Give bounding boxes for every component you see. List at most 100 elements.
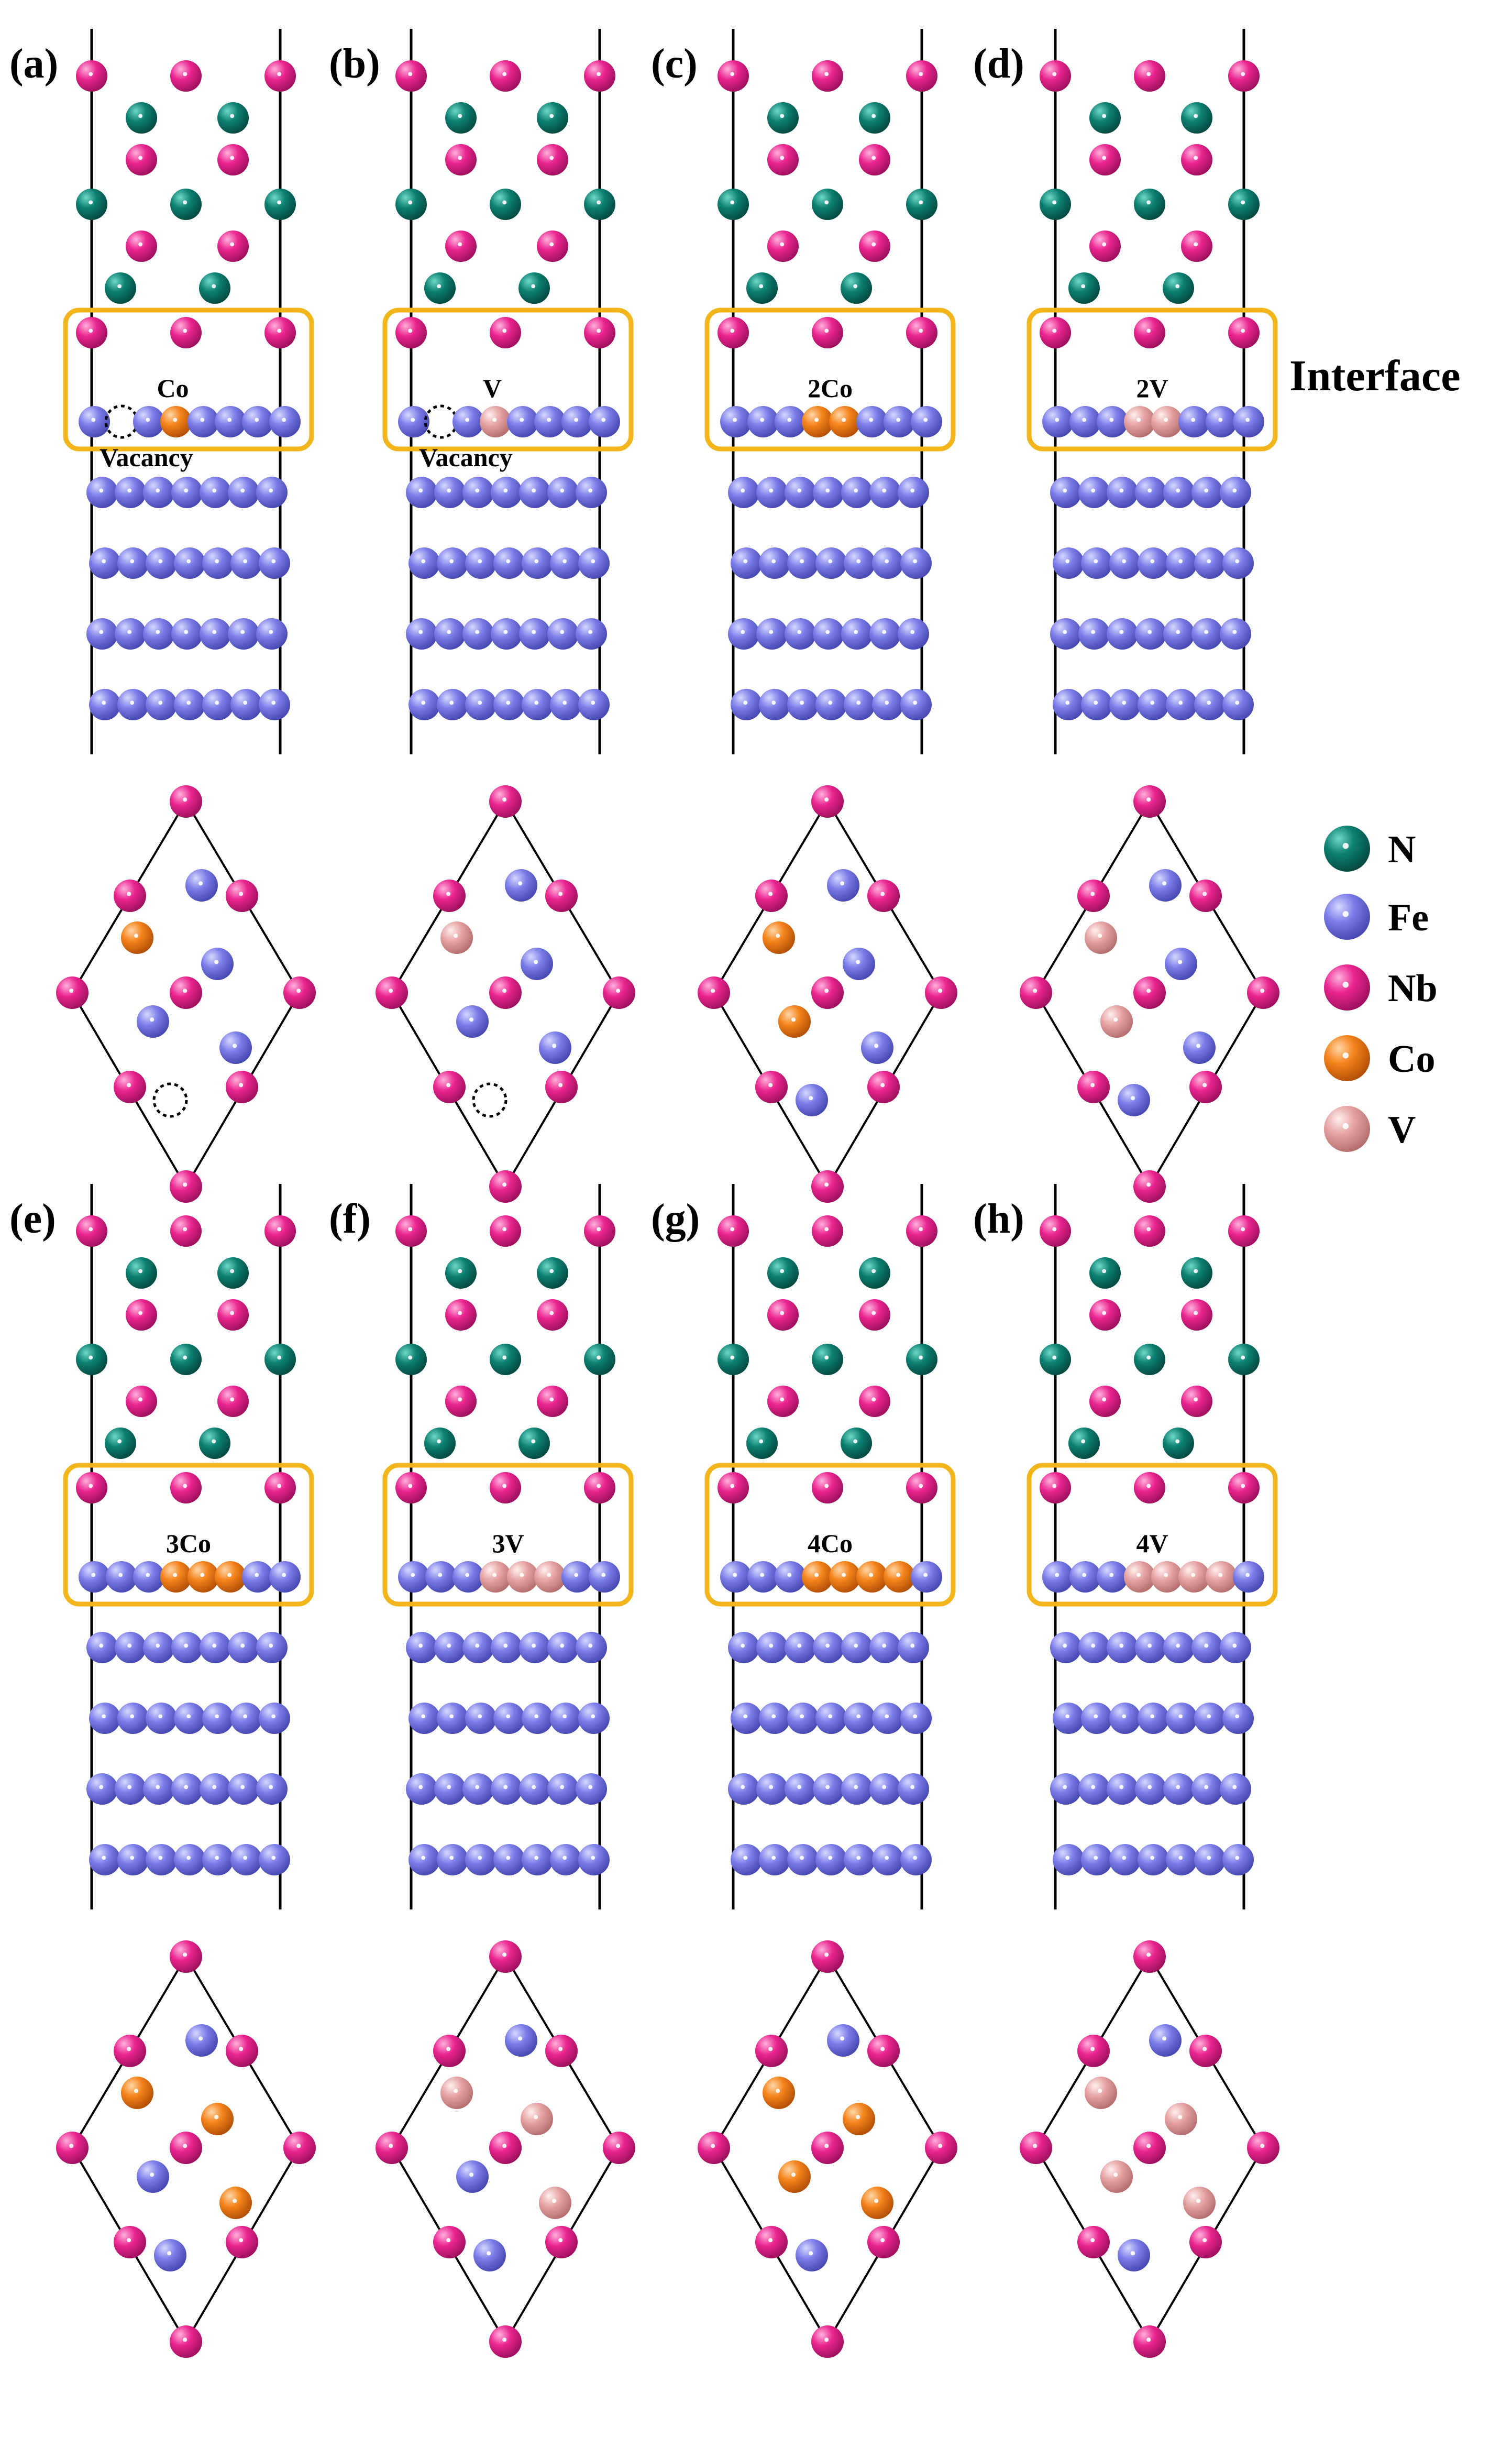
atom-highlight — [255, 418, 259, 422]
atom-highlight — [601, 1573, 606, 1577]
atom-highlight — [809, 1096, 813, 1101]
atom-sphere — [811, 1940, 844, 1973]
atom-fe — [434, 1773, 466, 1805]
atom-highlight — [1119, 1643, 1124, 1648]
atom-co — [121, 921, 153, 954]
atom-co — [802, 406, 833, 437]
atom-highlight — [99, 1643, 104, 1648]
atom-highlight — [534, 1856, 539, 1860]
atom-highlight — [158, 1856, 163, 1860]
atom-fe — [813, 1773, 844, 1805]
atom-sphere — [1042, 406, 1074, 437]
atom-fe — [437, 1703, 468, 1734]
atom-sphere — [171, 477, 203, 508]
atom-nb — [1247, 976, 1279, 1009]
atom-sphere — [578, 1844, 610, 1875]
atom-sphere — [1178, 406, 1210, 437]
atom-fe — [911, 1561, 942, 1593]
atom-sphere — [445, 1257, 477, 1289]
atom-sphere — [775, 1561, 806, 1593]
atom-sphere — [86, 1632, 118, 1663]
atom-sphere — [537, 1257, 568, 1289]
atom-highlight — [919, 328, 923, 333]
atom-highlight — [913, 559, 918, 564]
atom-highlight — [549, 156, 554, 160]
atom-fe — [898, 1773, 929, 1805]
atom-fe — [869, 1632, 901, 1663]
atom-fe — [900, 547, 932, 579]
atom-highlight — [240, 630, 245, 634]
atom-nb — [906, 60, 937, 92]
atom-highlight — [1033, 989, 1038, 993]
atom-highlight — [1122, 700, 1127, 705]
atom-sphere — [589, 406, 620, 437]
atom-sphere — [1166, 1844, 1197, 1875]
atom-sphere — [1089, 230, 1121, 262]
panel-d: 2V(d) — [973, 29, 1279, 1203]
atom-nb — [283, 2132, 316, 2164]
atom-v — [1151, 1561, 1183, 1593]
atom-sphere — [925, 976, 957, 1009]
atom-nb — [812, 60, 843, 92]
atom-fe — [731, 547, 762, 579]
atom-sphere — [79, 1561, 110, 1593]
atom-highlight — [1232, 1643, 1237, 1648]
atom-sphere — [489, 1940, 522, 1973]
atom-sphere — [1133, 976, 1166, 1009]
atom-sphere — [76, 1344, 107, 1375]
atom-sphere — [76, 60, 107, 92]
atom-nb — [170, 2132, 202, 2164]
atom-highlight — [1232, 488, 1237, 493]
atom-highlight — [255, 1573, 259, 1577]
atom-sphere — [906, 1472, 937, 1503]
atom-sphere — [844, 547, 875, 579]
atom-sphere — [518, 1428, 550, 1459]
atom-sphere — [456, 2160, 489, 2193]
atom-v — [539, 2187, 571, 2219]
atom-sphere — [731, 1844, 762, 1875]
atom-highlight — [102, 1714, 106, 1719]
atom-highlight — [212, 1785, 217, 1790]
atom-highlight — [771, 559, 776, 564]
atom-fe — [146, 1703, 177, 1734]
atom-fe — [1138, 547, 1169, 579]
atom-highlight — [588, 1785, 593, 1790]
atom-sphere — [1081, 1844, 1112, 1875]
atom-nb — [1228, 1215, 1260, 1247]
atom-highlight — [449, 700, 454, 705]
atom-sphere — [126, 144, 157, 175]
atom-highlight — [547, 418, 551, 422]
atom-sphere — [731, 1703, 762, 1734]
atom-sphere — [746, 272, 778, 304]
atom-sphere — [480, 406, 511, 437]
atom-n — [170, 1344, 202, 1375]
atom-nb — [56, 2132, 89, 2164]
atom-fe — [561, 406, 593, 437]
atom-sphere — [813, 477, 844, 508]
atom-sphere — [1138, 1844, 1169, 1875]
atom-highlight — [502, 2337, 507, 2342]
atom-highlight — [449, 1714, 454, 1719]
atom-highlight — [1102, 1269, 1107, 1274]
atom-fe — [133, 1561, 164, 1593]
atom-highlight — [269, 630, 273, 634]
atom-highlight — [127, 2238, 131, 2243]
atom-highlight — [1119, 488, 1124, 493]
atom-co — [802, 1561, 833, 1593]
vacancy-label: Vacancy — [100, 443, 193, 472]
atom-highlight — [150, 2172, 154, 2177]
atom-fe — [720, 1561, 752, 1593]
atom-highlight — [1241, 328, 1245, 333]
atom-highlight — [446, 1083, 451, 1088]
atom-sphere — [1042, 1561, 1074, 1593]
atom-highlight — [919, 1227, 923, 1232]
atom-sphere — [755, 1071, 788, 1103]
atom-sphere — [187, 1561, 219, 1593]
atom-nb — [490, 60, 521, 92]
atom-highlight — [1207, 559, 1211, 564]
atom-highlight — [597, 1355, 601, 1360]
atom-highlight — [616, 2144, 621, 2148]
atom-highlight — [1204, 630, 1209, 634]
atom-sphere — [547, 618, 579, 650]
atom-fe — [1166, 1703, 1197, 1734]
